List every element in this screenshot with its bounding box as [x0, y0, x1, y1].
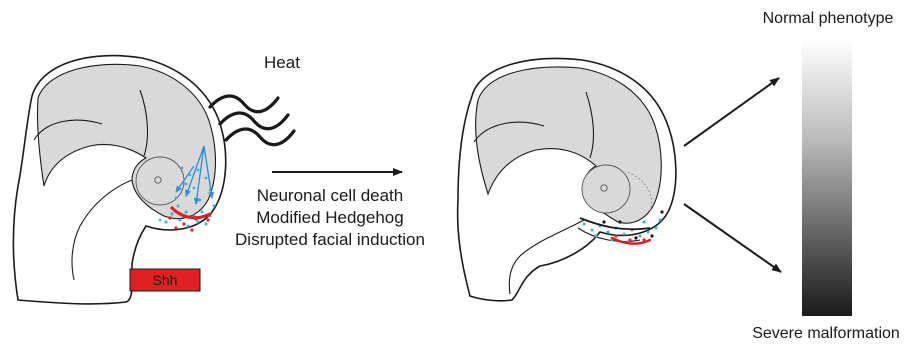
phenotype-gradient-bar — [802, 40, 852, 316]
heat-wave-3 — [226, 129, 294, 145]
normal-phenotype-label: Normal phenotype — [763, 10, 894, 27]
shh-text: Shh — [153, 272, 178, 288]
effect-disrupted-facial-induction: Disrupted facial induction — [235, 230, 425, 249]
effect-neuronal-cell-death: Neuronal cell death — [257, 186, 403, 205]
arrow-to-normal-icon — [684, 78, 779, 146]
shh-label: Shh — [130, 269, 200, 291]
embryo-right-eye — [582, 165, 630, 213]
heat-wave-2 — [220, 113, 288, 129]
arrow-to-severe-icon — [684, 204, 781, 272]
effects-list: Neuronal cell death Modified Hedgehog Di… — [235, 186, 425, 249]
effect-modified-hedgehog: Modified Hedgehog — [256, 208, 403, 227]
embryo-right — [458, 59, 676, 301]
heat-group: Heat — [210, 53, 300, 145]
embryo-left — [14, 56, 226, 304]
heat-wave-1 — [210, 96, 278, 112]
severe-malformation-label: Severe malformation — [752, 325, 900, 342]
heat-label: Heat — [264, 53, 300, 72]
